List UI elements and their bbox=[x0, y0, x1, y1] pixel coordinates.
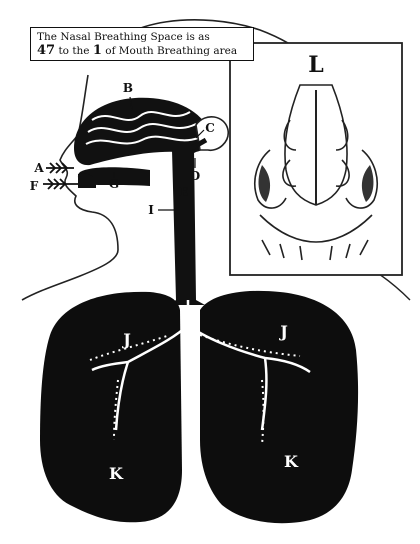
label-F: F bbox=[30, 179, 39, 193]
caption-number-47: 47 bbox=[37, 43, 55, 58]
caption-mid: to the bbox=[58, 45, 89, 57]
caption-box: The Nasal Breathing Space is as 47 to th… bbox=[30, 27, 254, 61]
label-A: A bbox=[33, 161, 44, 175]
arrow-A bbox=[46, 163, 74, 173]
lung-right bbox=[200, 291, 358, 523]
label-K-right: K bbox=[284, 452, 299, 471]
label-B: B bbox=[123, 81, 133, 95]
lung-left bbox=[40, 292, 182, 522]
label-D: D bbox=[190, 169, 200, 183]
caption-end: of Mouth Breathing area bbox=[105, 45, 237, 57]
arrow-F bbox=[43, 179, 78, 189]
label-G: G bbox=[109, 177, 119, 191]
caption-number-1: 1 bbox=[93, 43, 102, 58]
label-E: E bbox=[179, 185, 188, 199]
label-J-right: J bbox=[278, 322, 288, 341]
label-J-left: J bbox=[121, 330, 131, 349]
caption-line-2: 47 to the 1 of Mouth Breathing area bbox=[37, 44, 247, 58]
label-L: L bbox=[308, 52, 323, 78]
label-C: C bbox=[205, 121, 215, 135]
caption-line-1: The Nasal Breathing Space is as bbox=[37, 30, 247, 44]
label-K-left: K bbox=[109, 464, 124, 483]
label-I: I bbox=[148, 203, 154, 217]
